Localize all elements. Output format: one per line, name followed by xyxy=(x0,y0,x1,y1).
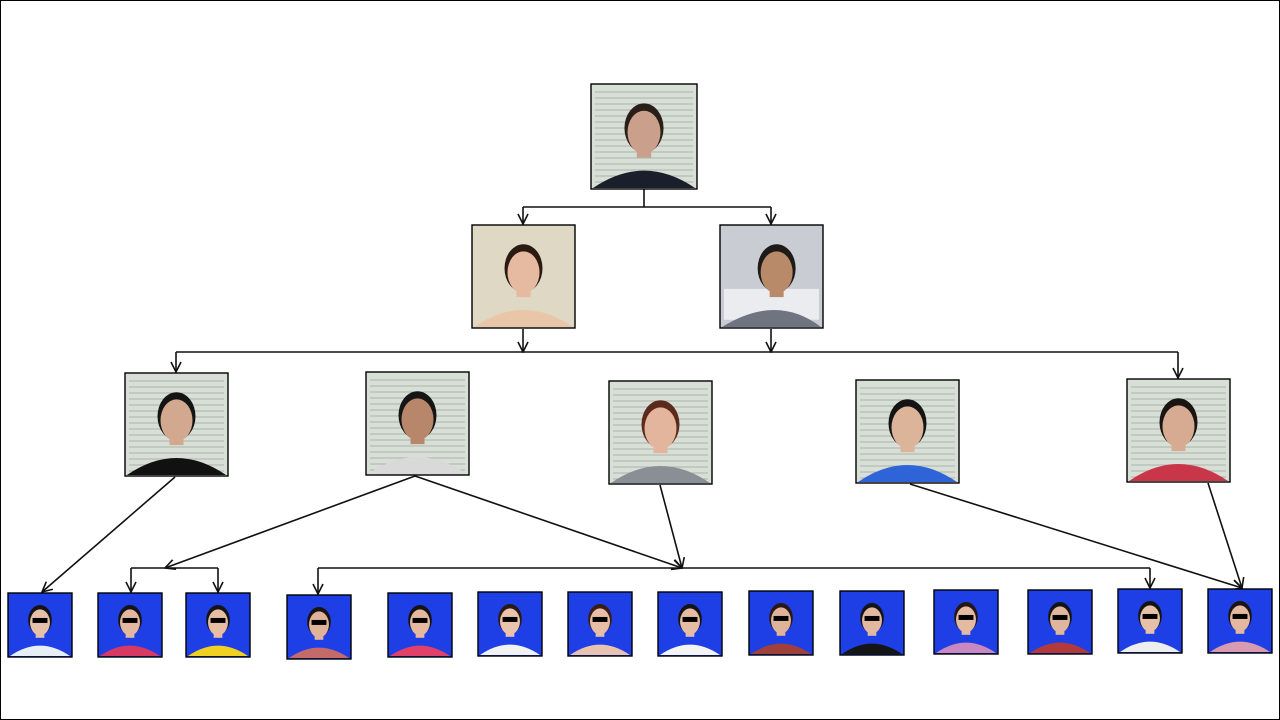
censor-bar xyxy=(773,615,789,621)
victim-2-photo xyxy=(97,592,163,658)
victim-6-photo xyxy=(477,591,543,657)
victim-photo-censored-icon xyxy=(1117,588,1183,654)
shirt xyxy=(858,464,957,482)
shirt xyxy=(611,465,710,483)
photo-background xyxy=(567,591,633,657)
victim-photo-censored-icon xyxy=(1027,589,1093,655)
shirt xyxy=(722,309,821,327)
edge-recruiter-2-to-group-bracket xyxy=(414,475,682,568)
censor-bar xyxy=(592,616,608,622)
mugshot-man-black-shirt-icon xyxy=(124,372,229,477)
censor-bar xyxy=(32,617,48,623)
recruiter-1-photo xyxy=(124,372,229,477)
shirt xyxy=(480,644,540,655)
censor-bar xyxy=(864,615,880,621)
victim-photo-censored-icon xyxy=(748,590,814,656)
shirt xyxy=(289,647,349,658)
victim-photo-censored-icon xyxy=(933,589,999,655)
shirt xyxy=(368,456,467,474)
face xyxy=(644,407,677,450)
censor-bar xyxy=(412,617,428,623)
victim-9-photo xyxy=(748,590,814,656)
victim-12-photo xyxy=(1027,589,1093,655)
victim-photo-censored-icon xyxy=(185,592,251,658)
recruiter-3-photo xyxy=(608,380,713,485)
face xyxy=(1162,405,1195,448)
victim-photo-censored-icon xyxy=(657,591,723,657)
edge-recruiter-2-to-victims-2-3 xyxy=(165,475,416,568)
face xyxy=(627,110,661,154)
censor-bar xyxy=(122,617,138,623)
recruiter-2-photo xyxy=(365,371,470,476)
lieutenant-1-photo xyxy=(471,224,576,329)
victim-3-photo xyxy=(185,592,251,658)
mugshot-man-blue-shirt-icon xyxy=(855,379,960,484)
victim-photo-censored-icon xyxy=(387,592,453,658)
lieutenant-2-photo xyxy=(719,224,824,329)
censor-bar xyxy=(311,619,327,625)
victim-photo-censored-icon xyxy=(839,590,905,656)
victim-10-photo xyxy=(839,590,905,656)
shirt xyxy=(1210,641,1270,652)
victim-11-photo xyxy=(933,589,999,655)
face xyxy=(507,251,540,294)
shirt xyxy=(936,642,996,653)
nodes-layer xyxy=(7,83,1273,660)
recruiter-4-photo xyxy=(855,379,960,484)
shirt xyxy=(842,643,902,654)
shirt xyxy=(390,645,450,656)
victim-8-photo xyxy=(657,591,723,657)
man-writing-at-desk-icon xyxy=(719,224,824,329)
shirt xyxy=(474,309,573,327)
victim-photo-censored-icon xyxy=(567,591,633,657)
edge-recruiter-1-to-victim-1 xyxy=(42,476,176,592)
face xyxy=(160,399,193,442)
victim-photo-censored-icon xyxy=(477,591,543,657)
shirt xyxy=(1120,641,1180,652)
censor-bar xyxy=(1142,613,1158,619)
edge-recruiter-5-to-victim-14 xyxy=(1207,482,1242,588)
edge-recruiter-3-to-group-bracket xyxy=(659,484,682,568)
censor-bar xyxy=(958,614,974,620)
victim-photo-censored-icon xyxy=(7,592,73,658)
victim-14-photo xyxy=(1207,588,1273,654)
mugshot-woman-striped-shirt-icon xyxy=(1126,378,1231,483)
censor-bar xyxy=(1232,613,1248,619)
censor-bar xyxy=(1052,614,1068,620)
victim-5-photo xyxy=(387,592,453,658)
censor-bar xyxy=(502,616,518,622)
edge-recruiter-4-to-victim-14 xyxy=(909,483,1242,588)
mugshot-woman-gray-shirt-icon xyxy=(608,380,713,485)
mugshot-man-striped-shirt-icon xyxy=(365,371,470,476)
face xyxy=(891,406,924,449)
victim-1-photo xyxy=(7,592,73,658)
shirt xyxy=(188,645,248,656)
shirt xyxy=(593,170,695,188)
mugshot-woman-dark-top-icon xyxy=(590,83,698,190)
face xyxy=(401,398,434,441)
victim-photo-censored-icon xyxy=(286,594,352,660)
shirt xyxy=(1030,642,1090,653)
shirt xyxy=(127,457,226,475)
shirt xyxy=(100,645,160,656)
face xyxy=(760,251,793,294)
recruiter-5-photo xyxy=(1126,378,1231,483)
shirt xyxy=(10,645,70,656)
victim-13-photo xyxy=(1117,588,1183,654)
edges-layer xyxy=(42,189,1242,594)
censor-bar xyxy=(682,616,698,622)
shirt xyxy=(570,644,630,655)
victim-photo-censored-icon xyxy=(1207,588,1273,654)
censor-bar xyxy=(210,617,226,623)
shirt xyxy=(1129,463,1228,481)
victim-4-photo xyxy=(286,594,352,660)
victim-7-photo xyxy=(567,591,633,657)
portrait-woman-icon xyxy=(471,224,576,329)
victim-photo-censored-icon xyxy=(97,592,163,658)
shirt xyxy=(751,643,811,654)
top-leader-photo xyxy=(590,83,698,190)
shirt xyxy=(660,644,720,655)
